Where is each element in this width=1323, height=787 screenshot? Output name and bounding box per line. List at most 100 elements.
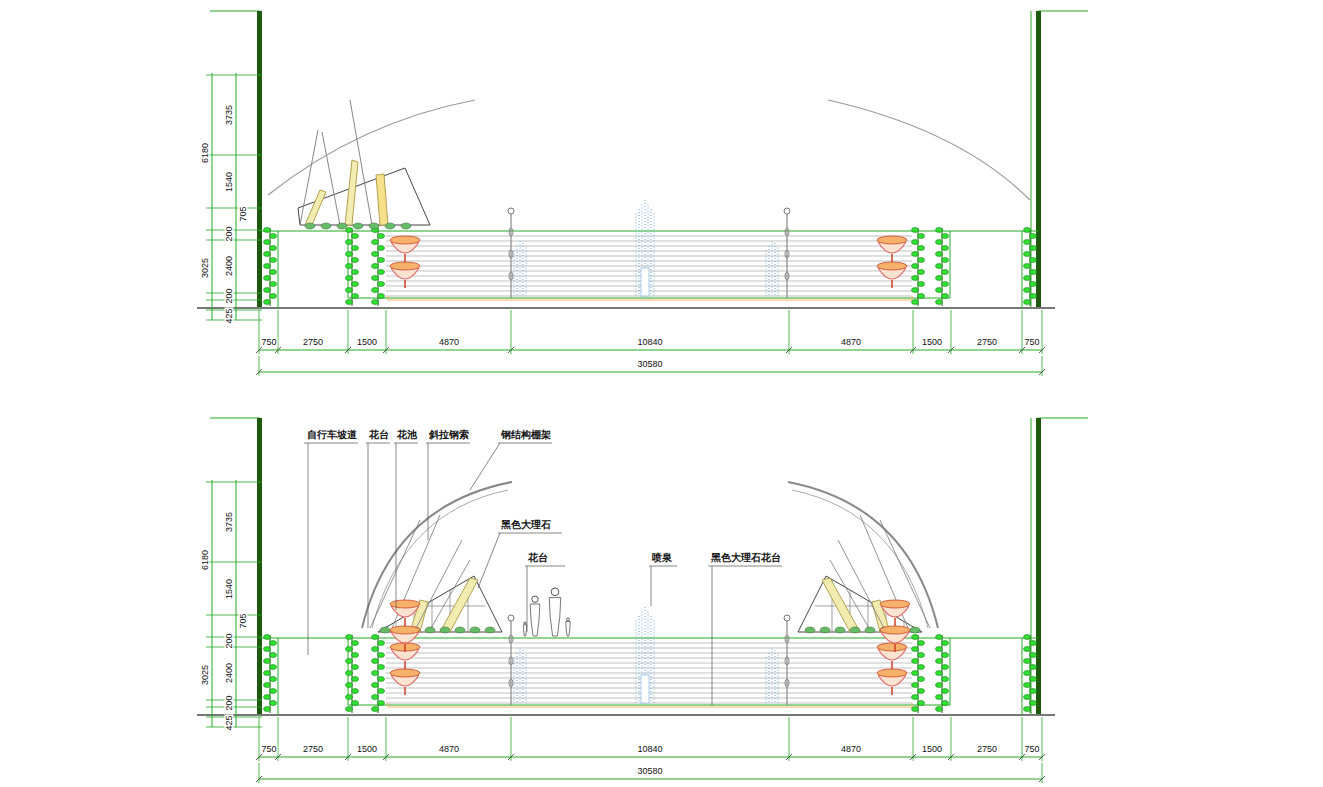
plant-leaf — [264, 695, 271, 700]
plant-leaf — [1024, 240, 1031, 245]
dimension-tick — [789, 717, 790, 761]
lamp-ornament — [509, 250, 513, 258]
plant-leaf — [1030, 677, 1037, 682]
dimension-label: 2750 — [976, 745, 998, 754]
plant-leaf — [264, 707, 271, 712]
dimension-label: 1500 — [921, 338, 943, 347]
plant-leaf — [942, 270, 949, 275]
marble-beam — [376, 174, 388, 225]
dimension-tick — [951, 310, 952, 354]
dimension-label: 4870 — [840, 338, 862, 347]
plant-leaf — [936, 264, 943, 269]
plant-leaf — [378, 677, 385, 682]
plant-leaf — [264, 288, 271, 293]
dimension-line — [259, 757, 1042, 758]
fountain-jet — [526, 248, 527, 297]
lamp-post — [510, 621, 511, 705]
urn-stem — [404, 661, 406, 669]
marble-stripe — [386, 236, 912, 237]
plant-leaf — [270, 641, 277, 646]
fountain-jet — [651, 616, 652, 703]
lamp-ornament — [785, 679, 789, 687]
plant-leaf — [912, 695, 919, 700]
fountain-jet — [769, 653, 770, 703]
dimension-label: 3735 — [225, 104, 234, 126]
dimension-slash — [910, 754, 916, 760]
boundary-wall — [1031, 11, 1032, 308]
dimension-label: 200 — [225, 694, 234, 711]
dimension-slash — [1039, 754, 1045, 760]
plant-leaf — [346, 659, 353, 664]
plant-leaf — [346, 276, 353, 281]
paving-edge — [388, 703, 389, 707]
dimension-slash — [383, 754, 389, 760]
marble-stripe — [386, 256, 912, 257]
boundary-wall — [257, 11, 262, 308]
person — [549, 598, 561, 636]
callout-label: 黑色大理石花台 — [710, 553, 782, 563]
plant-leaf — [372, 276, 379, 281]
plant-leaf — [270, 234, 277, 239]
plant-leaf — [372, 647, 379, 652]
dimension-slash — [786, 754, 792, 760]
plant-leaf — [912, 288, 919, 293]
plant-leaf — [270, 689, 277, 694]
shrub — [401, 223, 411, 229]
urn-stem — [404, 644, 406, 652]
person — [551, 588, 559, 596]
flower-bed — [390, 626, 420, 634]
dimension-line — [236, 73, 237, 320]
ground-line — [197, 307, 1055, 309]
dimension-label: 2750 — [302, 745, 324, 754]
urn-stem — [891, 280, 893, 288]
retaining-wall — [950, 638, 951, 705]
cable — [830, 560, 870, 630]
dimension-slash — [256, 776, 262, 782]
dimension-label: 200 — [225, 632, 234, 649]
retaining-wall — [348, 298, 950, 299]
dimension-slash — [910, 347, 916, 353]
plant-leaf — [264, 647, 271, 652]
plant-leaf — [352, 294, 359, 299]
dimension-slash — [948, 347, 954, 353]
urn-stem — [404, 280, 406, 288]
plant-leaf — [1024, 695, 1031, 700]
plant-leaf — [352, 246, 359, 251]
person — [567, 618, 570, 621]
dimension-label: 705 — [239, 612, 248, 629]
dimension-tick — [206, 310, 262, 311]
dimension-tick — [951, 717, 952, 761]
fountain-jet — [766, 658, 767, 704]
plant-leaf — [352, 689, 359, 694]
lamp-ornament — [785, 657, 789, 665]
fountain-jet — [523, 243, 524, 296]
callout-label: 花池 — [396, 430, 418, 440]
callout-label: 花台 — [368, 430, 390, 440]
plant-leaf — [352, 665, 359, 670]
cable — [860, 515, 908, 628]
dimension-tick — [206, 300, 262, 301]
steel-arch — [788, 482, 938, 628]
leader-line — [396, 443, 397, 610]
dimension-label: 3025 — [201, 257, 210, 279]
plant-leaf — [264, 252, 271, 257]
plant-leaf — [918, 677, 925, 682]
plant-leaf — [1030, 653, 1037, 658]
retaining-wall — [1022, 638, 1023, 715]
shrub — [820, 627, 830, 633]
lamp-head — [784, 208, 790, 214]
plant-leaf — [918, 246, 925, 251]
dimension-label: 10840 — [636, 338, 663, 347]
dimension-slash — [256, 347, 262, 353]
plant-leaf — [372, 300, 379, 305]
retaining-wall — [950, 231, 951, 298]
dimension-slash — [1039, 776, 1045, 782]
plant-leaf — [264, 659, 271, 664]
boundary-wall — [1036, 418, 1041, 715]
plant-leaf — [912, 228, 919, 233]
plant-leaf — [1024, 300, 1031, 305]
plant-leaf — [936, 635, 943, 640]
lamp-head — [784, 615, 790, 621]
dimension-line — [236, 480, 237, 727]
fountain-jet — [654, 214, 655, 297]
